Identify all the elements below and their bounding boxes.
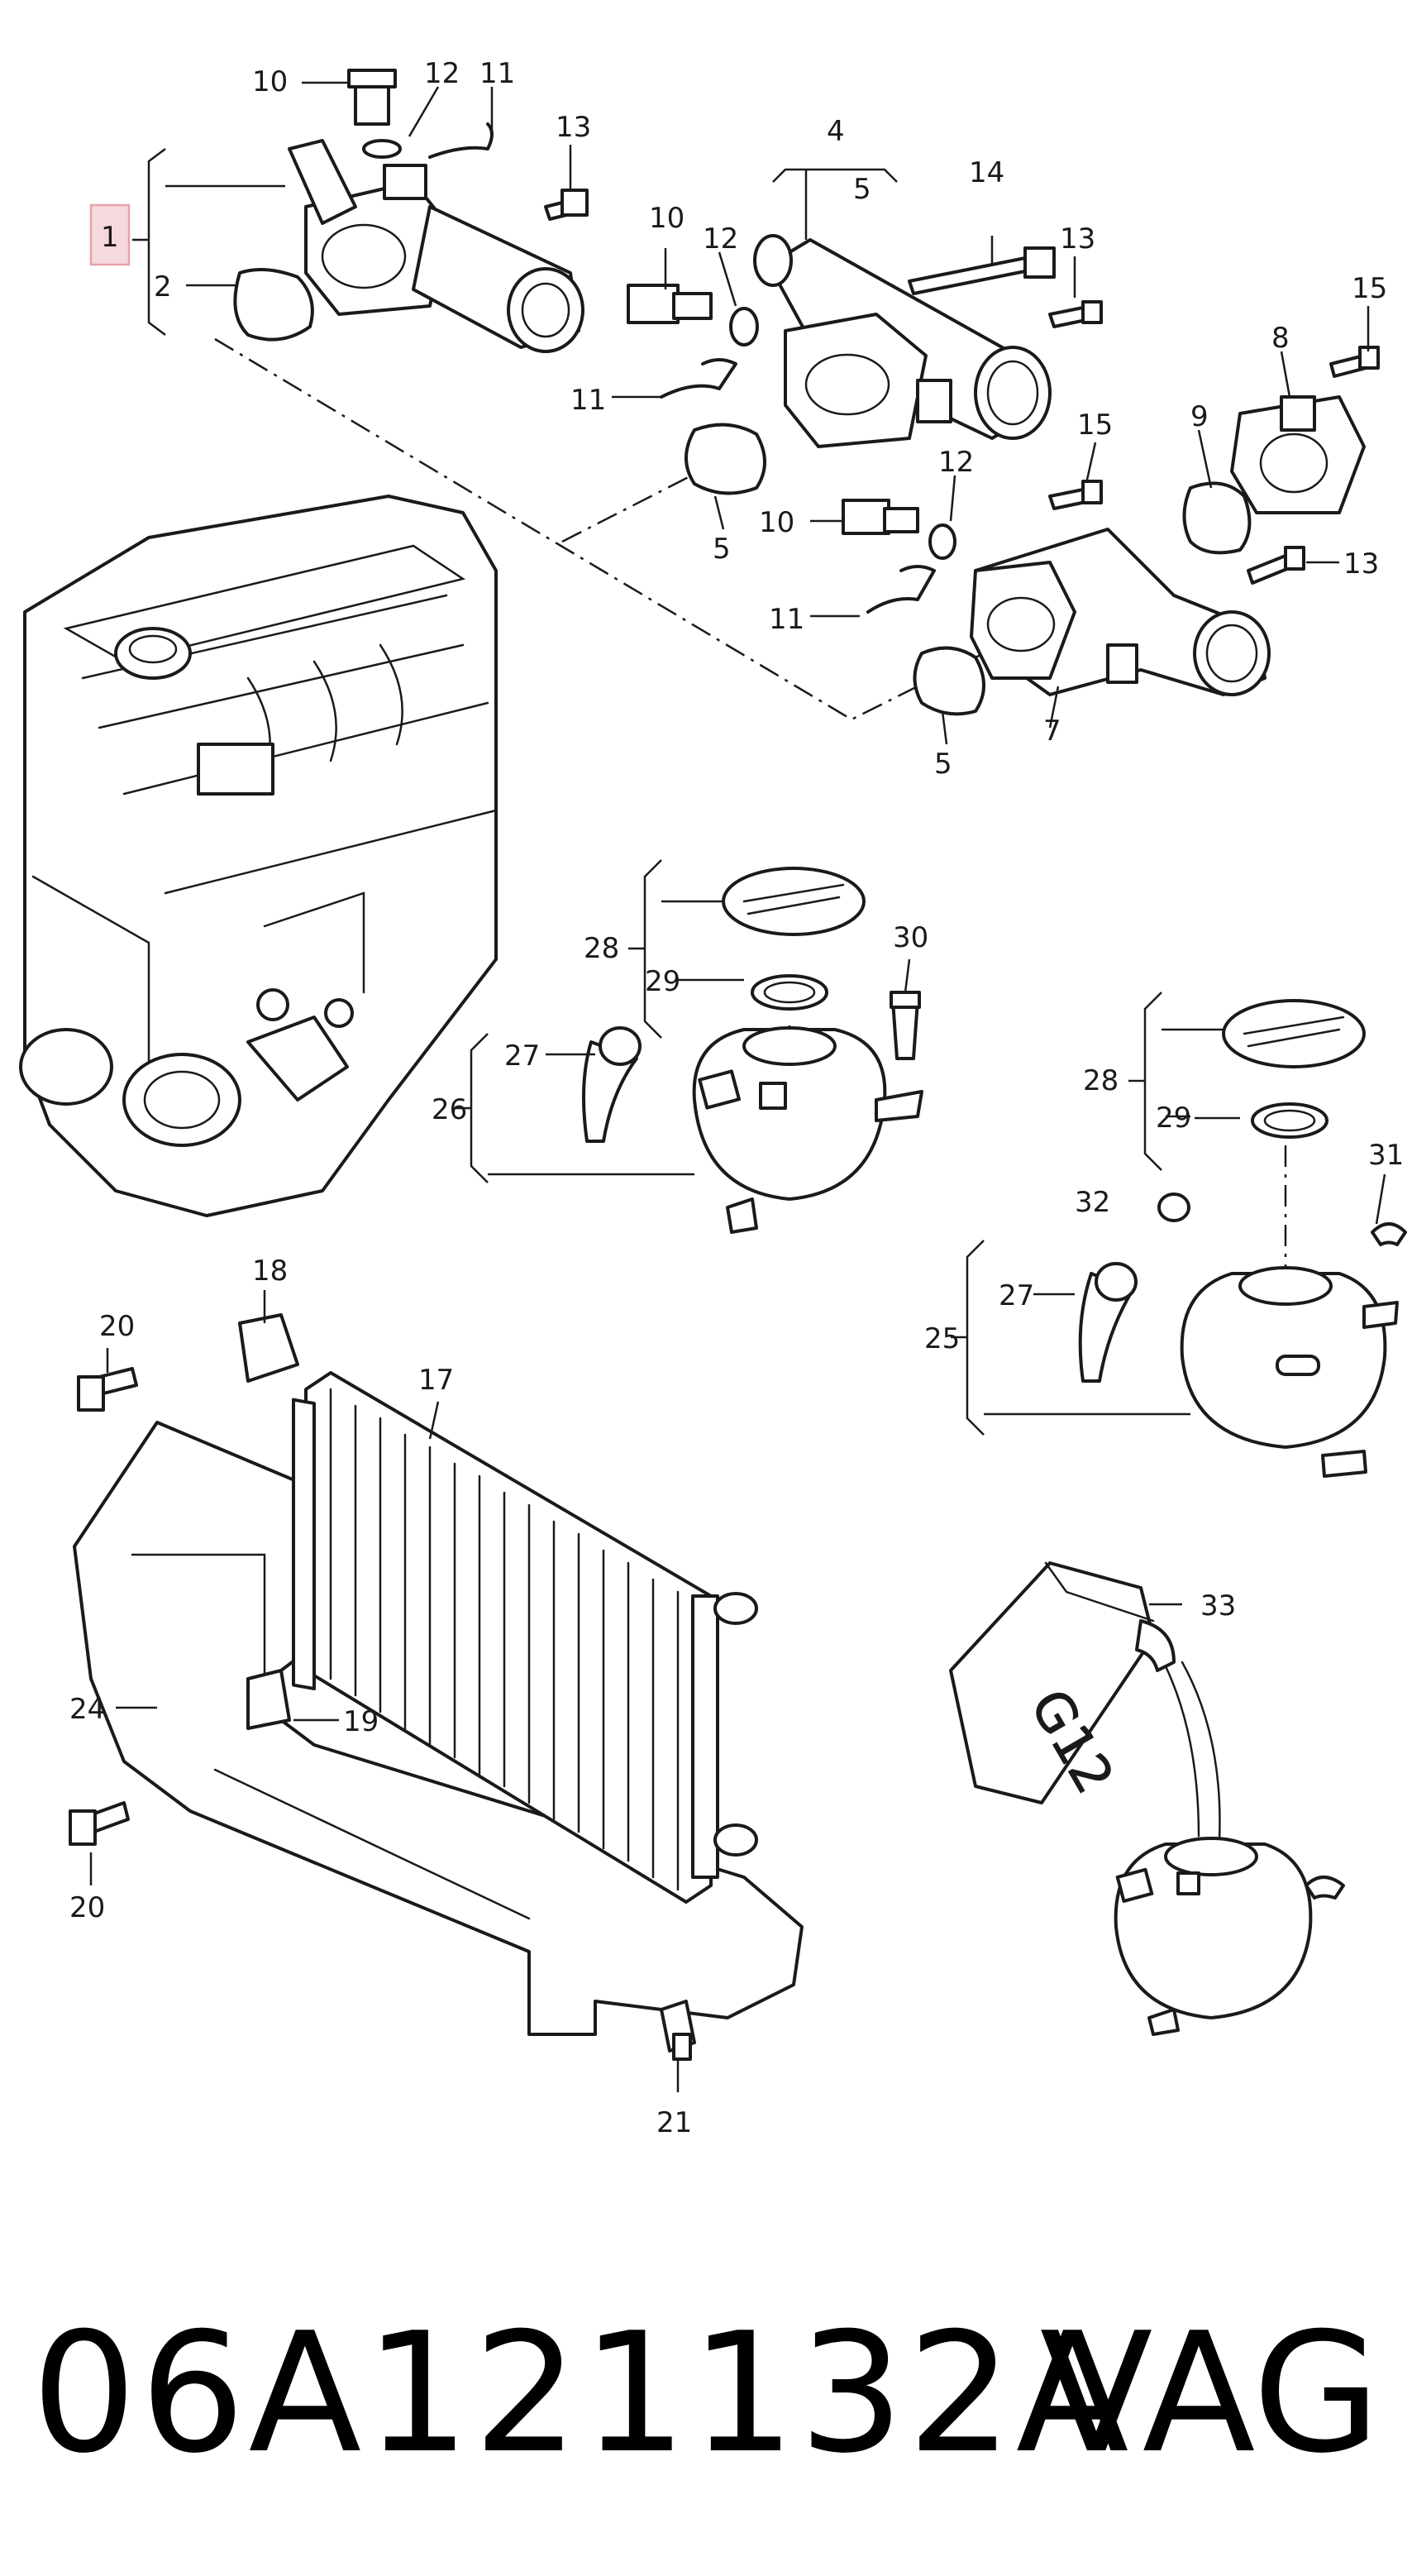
callout-12: 12 xyxy=(703,222,738,256)
callout-2: 2 xyxy=(154,270,172,303)
callout-28: 28 xyxy=(1083,1064,1119,1097)
callout-28: 28 xyxy=(584,932,619,965)
callout-9: 9 xyxy=(1190,400,1209,433)
coolant-flange-part-4 xyxy=(627,168,1103,495)
callout-10: 10 xyxy=(252,65,288,98)
expansion-tank-left xyxy=(455,859,923,1234)
part-footer: 06A121132A VAG xyxy=(0,2295,1412,2493)
callout-32: 32 xyxy=(1075,1186,1110,1219)
callout-18: 18 xyxy=(252,1255,288,1288)
callout-1: 1 xyxy=(101,221,119,254)
exploded-parts-diagram: G12 xyxy=(19,57,1407,2139)
part-number: 06A121132A xyxy=(31,2297,1133,2490)
callout-20: 20 xyxy=(69,1891,105,1924)
callout-17: 17 xyxy=(418,1364,454,1397)
callout-19: 19 xyxy=(343,1705,379,1738)
expansion-tank-right xyxy=(951,992,1407,1478)
callout-30: 30 xyxy=(893,921,928,954)
callout-15: 15 xyxy=(1352,272,1387,305)
callout-27: 27 xyxy=(504,1039,540,1073)
callout-26: 26 xyxy=(432,1093,467,1126)
callout-11: 11 xyxy=(570,384,606,417)
callout-12: 12 xyxy=(938,446,974,479)
callout-25: 25 xyxy=(924,1322,960,1355)
callout-11: 11 xyxy=(769,603,804,636)
callout-29: 29 xyxy=(645,965,680,998)
callout-5: 5 xyxy=(934,748,952,781)
callout-7: 7 xyxy=(1043,714,1061,748)
callout-33: 33 xyxy=(1200,1589,1236,1623)
callout-12: 12 xyxy=(424,57,460,90)
callout-10: 10 xyxy=(649,202,685,235)
callout-13: 13 xyxy=(1343,547,1379,581)
callout-8: 8 xyxy=(1271,322,1290,355)
callout-15: 15 xyxy=(1077,409,1113,442)
coolant-flange-part-1 xyxy=(132,69,589,353)
callout-11: 11 xyxy=(479,57,515,90)
callout-21: 21 xyxy=(656,2106,692,2139)
callout-31: 31 xyxy=(1368,1139,1404,1172)
coolant-flange-part-7 xyxy=(842,346,1380,716)
callout-1-highlight xyxy=(89,203,131,266)
radiator-fins xyxy=(329,1388,680,1891)
callout-24: 24 xyxy=(69,1693,105,1726)
callout-13: 13 xyxy=(556,111,591,144)
callout-20: 20 xyxy=(99,1310,135,1343)
callout-5: 5 xyxy=(713,533,731,566)
callout-labels: 1 2 4 5 5 5 7 8 9 10 10 10 11 11 11 12 1… xyxy=(69,57,1404,2139)
engine-block xyxy=(19,495,498,1217)
callout-14: 14 xyxy=(969,156,1004,189)
coolant-bottle-pouring: G12 xyxy=(949,1561,1345,2036)
callout-4: 4 xyxy=(827,115,845,148)
radiator-assembly xyxy=(69,1313,804,2061)
callout-leaders xyxy=(89,81,1386,2092)
callout-13: 13 xyxy=(1060,222,1095,256)
callout-27: 27 xyxy=(999,1279,1034,1312)
brand-name: VAG xyxy=(1039,2297,1381,2490)
callout-5: 5 xyxy=(853,173,871,206)
callout-29: 29 xyxy=(1156,1102,1191,1135)
callout-10: 10 xyxy=(759,506,794,539)
